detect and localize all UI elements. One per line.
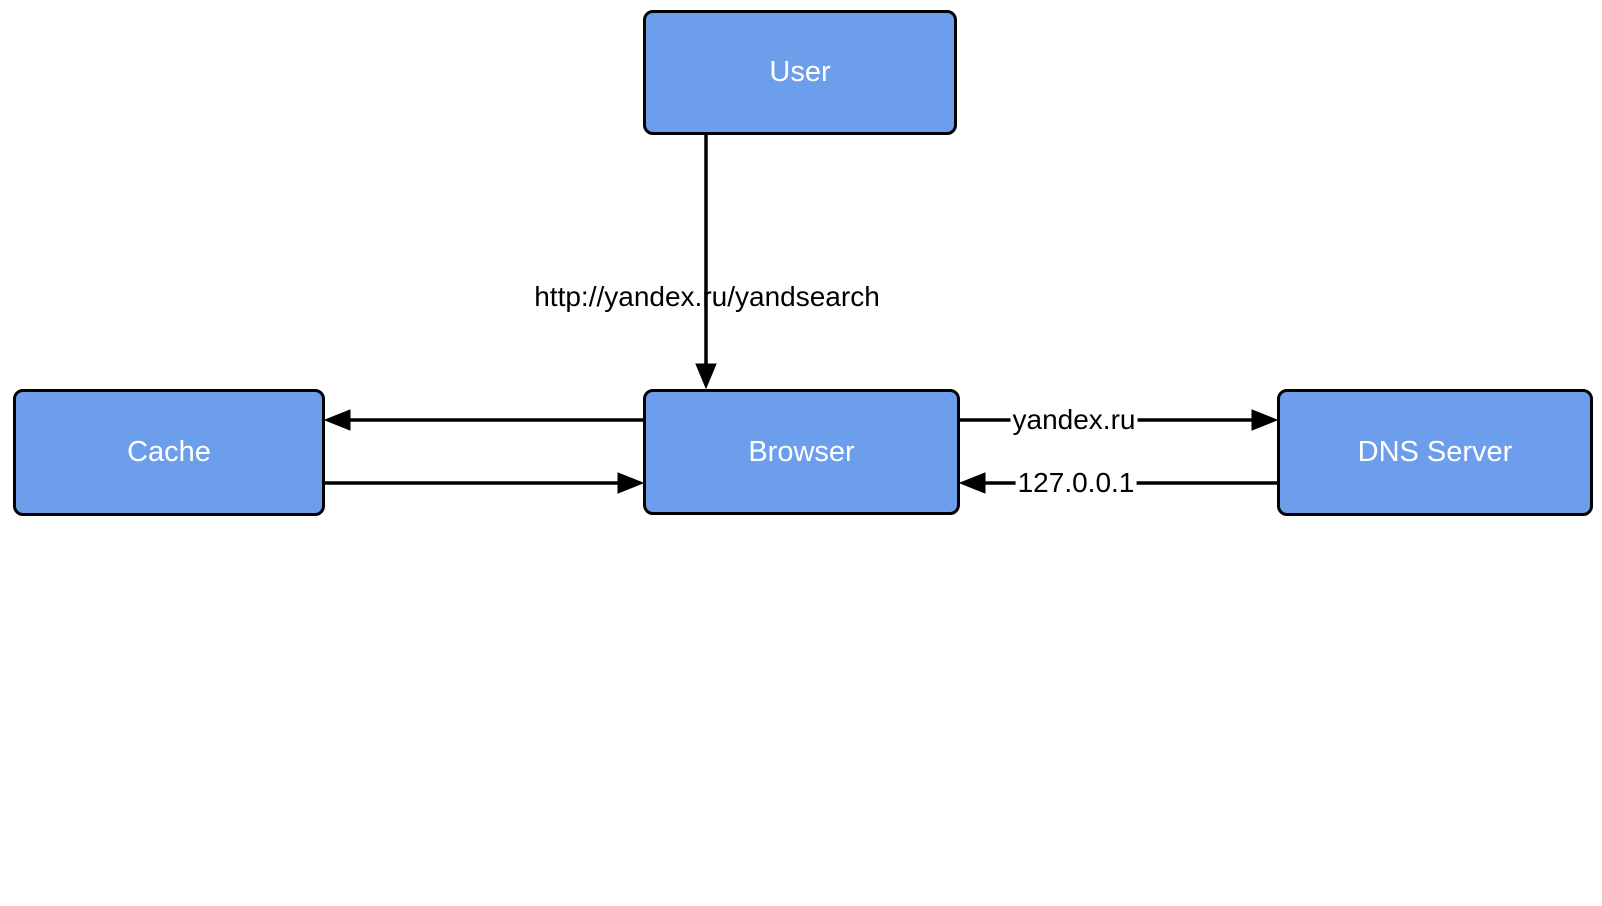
arrowhead-left-icon <box>958 472 986 494</box>
node-dns-server-label: DNS Server <box>1357 436 1513 468</box>
arrowhead-right-icon <box>1251 409 1279 431</box>
node-browser-label: Browser <box>748 435 855 468</box>
arrowhead-left-icon <box>323 409 351 431</box>
node-browser: Browser <box>643 389 960 515</box>
node-cache-label: Cache <box>127 436 211 468</box>
node-user-label: User <box>769 56 831 88</box>
edge-browser-to-cache <box>323 409 643 431</box>
edge-label-request-url: http://yandex.ru/yandsearch <box>534 280 880 312</box>
node-user: User <box>643 10 957 135</box>
arrowhead-right-icon <box>617 472 645 494</box>
edge-label-dns-query: yandex.ru <box>1010 403 1138 437</box>
edge-user-to-browser <box>695 135 717 390</box>
node-cache: Cache <box>13 389 325 516</box>
arrowhead-down-icon <box>695 363 717 390</box>
node-dns-server: DNS Server <box>1277 389 1593 516</box>
edge-label-dns-response: 127.0.0.1 <box>1015 466 1137 500</box>
edge-cache-to-browser <box>325 472 645 494</box>
